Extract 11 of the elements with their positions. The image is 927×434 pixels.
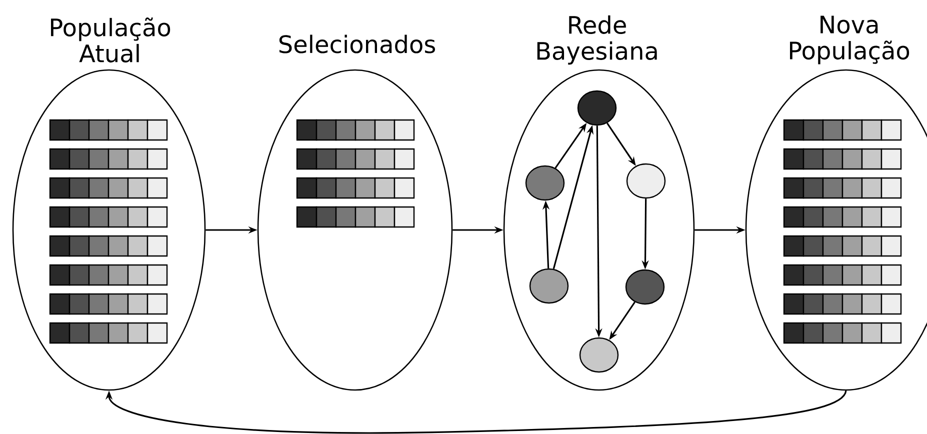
network-node bbox=[577, 90, 617, 126]
node-heading: Nova População bbox=[790, 16, 910, 64]
node-heading: Rede Bayesiana bbox=[537, 15, 657, 65]
network-node bbox=[625, 269, 665, 305]
arrow bbox=[105, 390, 847, 434]
network-node bbox=[525, 165, 565, 201]
node-heading: Selecionados bbox=[279, 34, 436, 54]
network-node bbox=[626, 163, 666, 199]
network-node bbox=[529, 268, 569, 304]
network-node bbox=[579, 337, 619, 373]
node-heading: População Atual bbox=[51, 18, 170, 62]
